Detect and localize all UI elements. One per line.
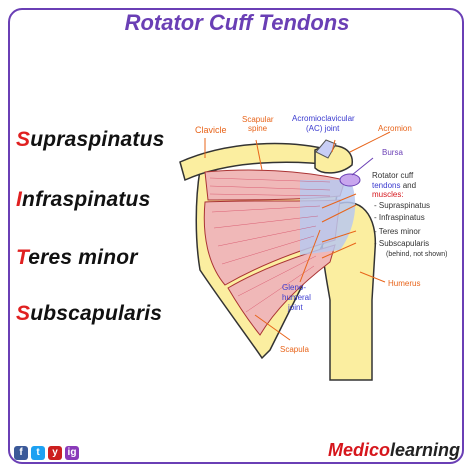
teres-minor-muscle bbox=[227, 244, 336, 336]
label-gleno-1: Gleno- bbox=[282, 283, 306, 292]
label-acromion: Acromion bbox=[378, 124, 412, 133]
bursa-shape bbox=[339, 173, 361, 187]
label-clavicle: Clavicle bbox=[195, 125, 227, 135]
muscle-name-rest: nfraspinatus bbox=[22, 188, 151, 211]
muscle-infraspinatus: Infraspinatus bbox=[16, 188, 150, 212]
label-gleno-3: joint bbox=[287, 303, 303, 312]
initial-letter: S bbox=[16, 128, 31, 151]
youtube-icon[interactable]: y bbox=[48, 446, 62, 460]
label-scapular-spine-1: Scapular bbox=[242, 115, 274, 124]
initial-letter: S bbox=[16, 302, 31, 325]
instagram-icon[interactable]: ig bbox=[65, 446, 79, 460]
page-title: Rotator Cuff Tendons bbox=[124, 10, 350, 35]
facebook-icon[interactable]: f bbox=[14, 446, 28, 460]
twitter-icon[interactable]: t bbox=[31, 446, 45, 460]
bursa-leader bbox=[351, 157, 374, 176]
muscle-name-rest: ubscapularis bbox=[30, 302, 163, 325]
label-leaders bbox=[204, 131, 391, 341]
label-list-2: - Infraspinatus bbox=[374, 213, 425, 222]
label-ac-joint-2: (AC) joint bbox=[306, 124, 340, 133]
ac-joint-shape bbox=[315, 139, 337, 159]
label-humerus: Humerus bbox=[388, 279, 420, 288]
label-bursa: Bursa bbox=[382, 148, 403, 157]
brand-part2: learning bbox=[389, 440, 460, 460]
label-list-4-note: (behind, not shown) bbox=[386, 251, 447, 258]
muscle-teres-minor: Teres minor bbox=[16, 246, 138, 270]
label-scapular-spine-2: spine bbox=[248, 124, 268, 133]
label-list-1: - Supraspinatus bbox=[374, 201, 430, 210]
initial-letter: T bbox=[16, 246, 29, 269]
brand-logo: Medicolearning bbox=[328, 440, 460, 461]
muscle-name-rest: eres minor bbox=[28, 246, 138, 269]
label-gleno-2: humeral bbox=[282, 293, 311, 302]
muscle-name-rest: upraspinatus bbox=[30, 128, 165, 151]
label-scapula: Scapula bbox=[280, 345, 309, 354]
label-rc-2b: and bbox=[400, 181, 416, 190]
label-list-4: - Subscapularis bbox=[374, 239, 429, 248]
muscle-supraspinatus: Supraspinatus bbox=[16, 128, 164, 152]
muscle-fibers bbox=[209, 177, 331, 313]
label-rc-3: muscles: bbox=[372, 190, 404, 199]
label-rc-2: tendons and bbox=[372, 181, 416, 190]
brand-part1: Medico bbox=[327, 440, 390, 460]
muscle-subscapularis: Subscapularis bbox=[16, 302, 162, 326]
initial-letter: I bbox=[16, 188, 23, 211]
label-ac-joint-1: Acromioclavicular bbox=[292, 114, 355, 123]
label-rc-2a: tendons bbox=[372, 181, 400, 190]
label-rc-1: Rotator cuff bbox=[372, 171, 414, 180]
social-icons: f t y ig bbox=[14, 446, 79, 460]
label-list-3: - Teres minor bbox=[374, 227, 421, 236]
